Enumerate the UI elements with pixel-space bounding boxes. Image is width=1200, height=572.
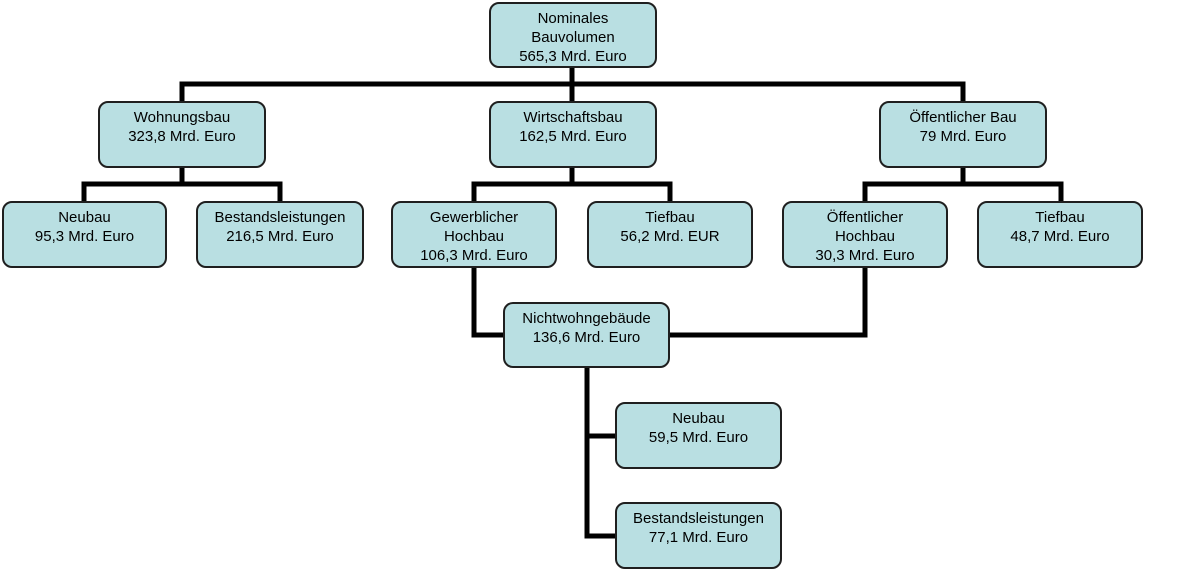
node-wohnungsbau-neubau: Neubau 95,3 Mrd. Euro: [2, 201, 167, 268]
node-label: Nichtwohngebäude: [522, 310, 651, 327]
node-wohnungsbau: Wohnungsbau 323,8 Mrd. Euro: [98, 101, 266, 168]
node-label: Neubau: [672, 410, 725, 427]
node-label: Tiefbau: [645, 209, 695, 226]
node-label: Gewerblicher: [429, 209, 519, 226]
node-oeffentlicher-bau: Öffentlicher Bau 79 Mrd. Euro: [879, 101, 1047, 168]
node-label: Hochbau: [443, 228, 505, 245]
node-value: 106,3 Mrd. Euro: [420, 247, 528, 264]
node-value: 323,8 Mrd. Euro: [128, 128, 236, 145]
node-value: 77,1 Mrd. Euro: [648, 529, 749, 546]
node-label: Bestandsleistungen: [214, 209, 346, 226]
node-value: 162,5 Mrd. Euro: [519, 128, 627, 145]
node-wirtschaftsbau: Wirtschaftsbau 162,5 Mrd. Euro: [489, 101, 657, 168]
node-oeffentlicher-hochbau: Öffentlicher Hochbau 30,3 Mrd. Euro: [782, 201, 948, 268]
node-label: Öffentlicher Bau: [909, 109, 1017, 126]
node-value: 95,3 Mrd. Euro: [34, 228, 135, 245]
node-gewerblicher-hochbau: Gewerblicher Hochbau 106,3 Mrd. Euro: [391, 201, 557, 268]
node-nichtwohngebaeude-neubau: Neubau 59,5 Mrd. Euro: [615, 402, 782, 469]
node-label: Hochbau: [834, 228, 896, 245]
node-wirtschaftsbau-tiefbau: Tiefbau 56,2 Mrd. EUR: [587, 201, 753, 268]
node-label: Bestandsleistungen: [633, 510, 764, 527]
node-value: 136,6 Mrd. Euro: [532, 329, 641, 346]
node-nominales-bauvolumen: Nominales Bauvolumen 565,3 Mrd. Euro: [489, 2, 657, 68]
node-label: Wirtschaftsbau: [523, 109, 623, 126]
node-value: 48,7 Mrd. Euro: [1010, 228, 1110, 245]
node-nichtwohngebaeude-bestandsleistungen: Bestandsleistungen 77,1 Mrd. Euro: [615, 502, 782, 569]
node-value: 565,3 Mrd. Euro: [519, 48, 627, 65]
node-label: Bauvolumen: [531, 29, 615, 46]
node-nichtwohngebaeude: Nichtwohngebäude 136,6 Mrd. Euro: [503, 302, 670, 368]
node-label: Neubau: [58, 209, 111, 226]
node-label: Nominales: [537, 10, 609, 27]
node-wohnungsbau-bestandsleistungen: Bestandsleistungen 216,5 Mrd. Euro: [196, 201, 364, 268]
node-value: 59,5 Mrd. Euro: [648, 429, 749, 446]
node-value: 79 Mrd. Euro: [919, 128, 1007, 145]
node-value: 216,5 Mrd. Euro: [226, 228, 334, 245]
node-label: Tiefbau: [1035, 209, 1085, 226]
node-label: Öffentlicher: [826, 209, 904, 226]
node-label: Wohnungsbau: [133, 109, 231, 126]
node-value: 30,3 Mrd. Euro: [815, 247, 915, 264]
node-oeffentlicher-tiefbau: Tiefbau 48,7 Mrd. Euro: [977, 201, 1143, 268]
node-value: 56,2 Mrd. EUR: [620, 228, 720, 245]
